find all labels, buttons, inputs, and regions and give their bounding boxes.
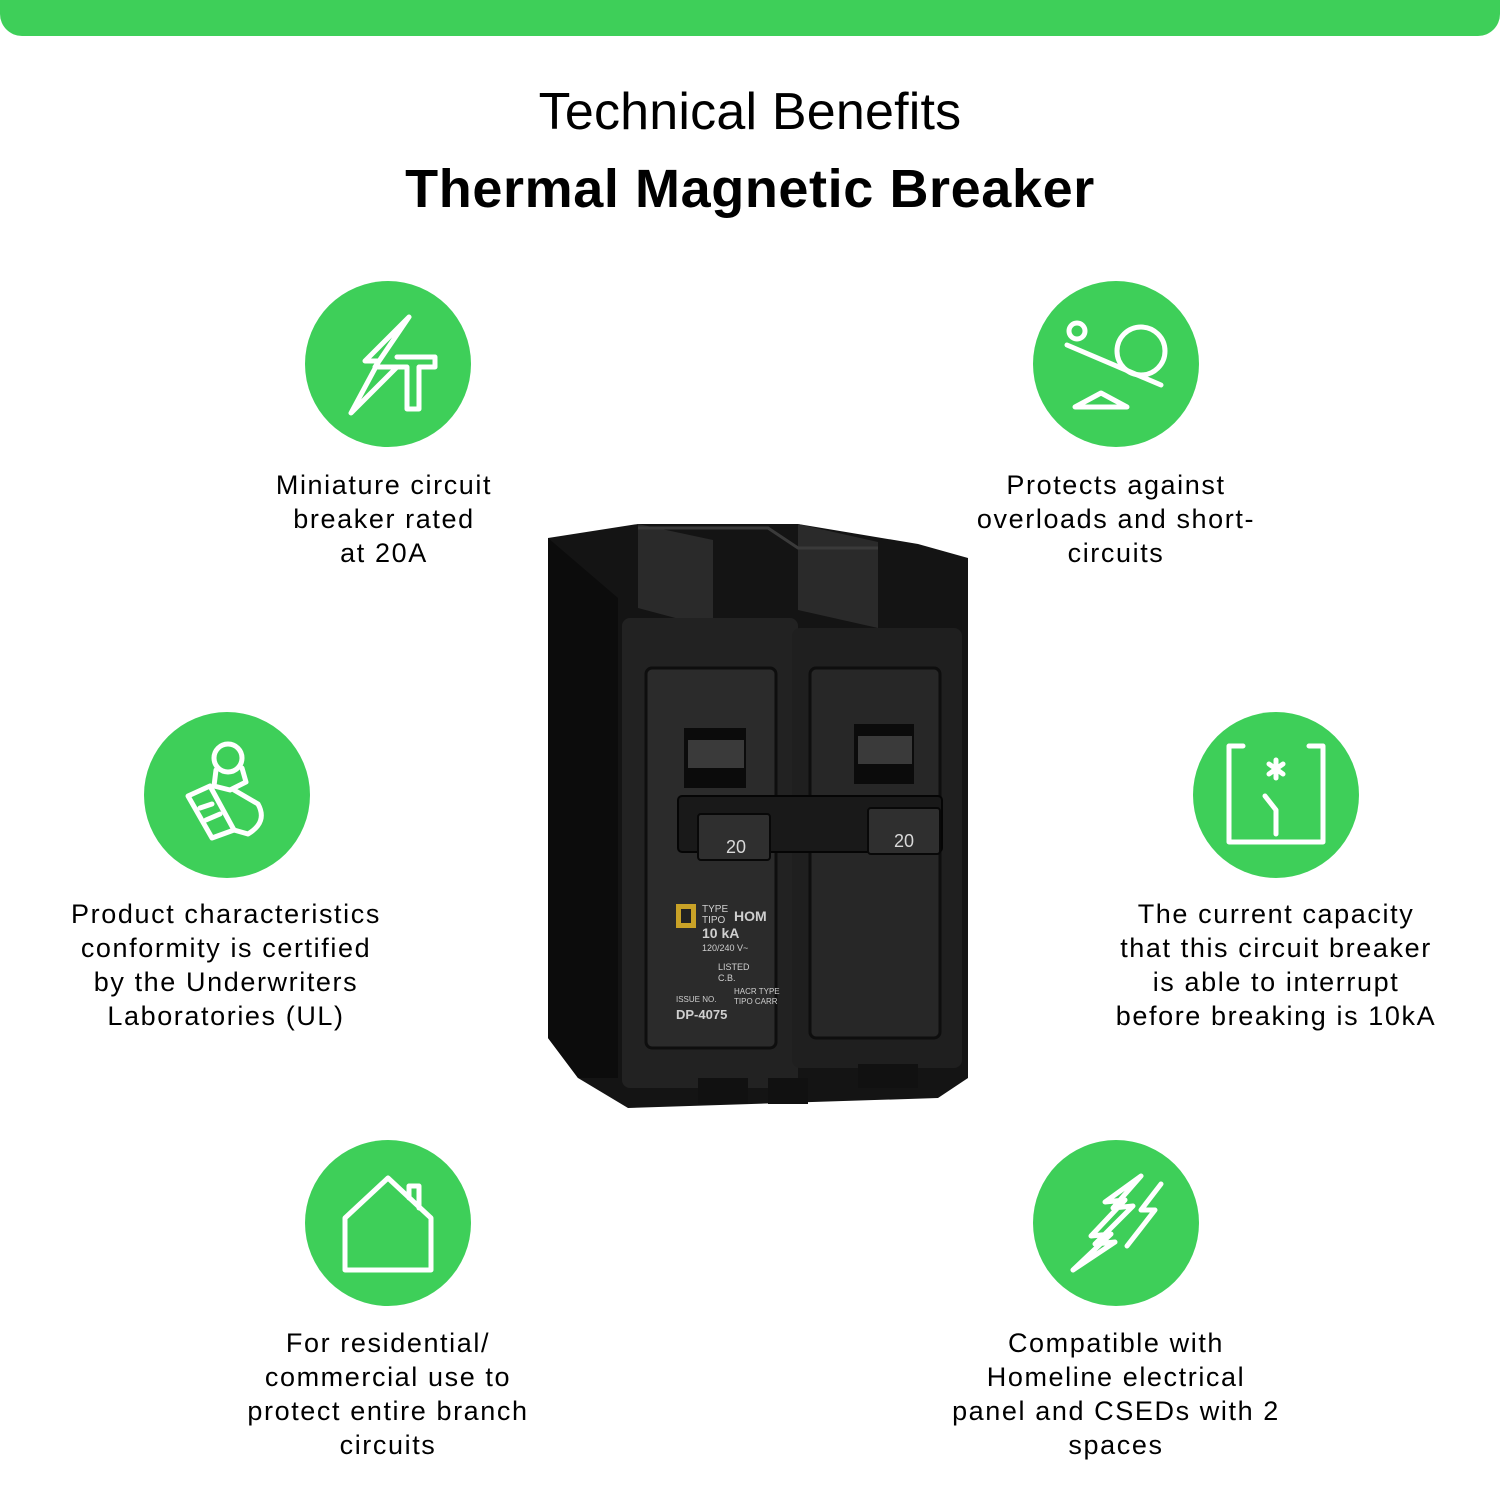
seesaw-balance-icon [1033,281,1199,447]
feature-caption: Protects against overloads and short- ci… [976,470,1256,568]
svg-text:LISTED: LISTED [718,962,750,972]
svg-text:TIPO CARR: TIPO CARR [734,997,778,1006]
double-lightning-icon [1033,1140,1199,1306]
house-icon [305,1140,471,1306]
handle-rating-right: 20 [894,831,914,851]
svg-text:ISSUE NO.: ISSUE NO. [676,995,716,1004]
svg-text:10 kA: 10 kA [702,925,739,941]
feature-caption: Compatible with Homeline electrical pane… [952,1328,1280,1460]
page-title: Thermal Magnetic Breaker [405,159,1095,219]
product-label: TYPE TIPO HOM 10 kA 120/240 V~ LISTED C.… [676,904,780,1022]
handle-rating-left: 20 [726,837,746,857]
svg-text:DP-4075: DP-4075 [676,1007,727,1022]
circuit-breaker-switch-icon [1193,712,1359,878]
lightning-bolt-icon [305,281,471,447]
feature-caption: For residential/ commercial use to prote… [247,1328,529,1460]
svg-text:HOM: HOM [734,908,767,924]
feature-caption: The current capacity that this circuit b… [1115,899,1437,1031]
svg-text:TYPE: TYPE [702,904,728,915]
certificate-badge-icon [144,712,310,878]
feature-caption: Miniature circuit breaker rated at 20A [275,470,493,568]
circuit-breaker-image: 20 20 TYPE TIPO HOM 10 kA 120/240 V~ LIS… [548,524,968,1108]
svg-text:120/240 V~: 120/240 V~ [702,943,748,953]
top-accent-bar [0,0,1500,36]
feature-caption: Product characteristics conformity is ce… [71,899,381,1031]
svg-text:TIPO: TIPO [702,915,726,926]
svg-text:HACR TYPE: HACR TYPE [734,987,780,996]
page-subtitle: Technical Benefits [538,83,962,141]
svg-text:C.B.: C.B. [718,973,736,983]
